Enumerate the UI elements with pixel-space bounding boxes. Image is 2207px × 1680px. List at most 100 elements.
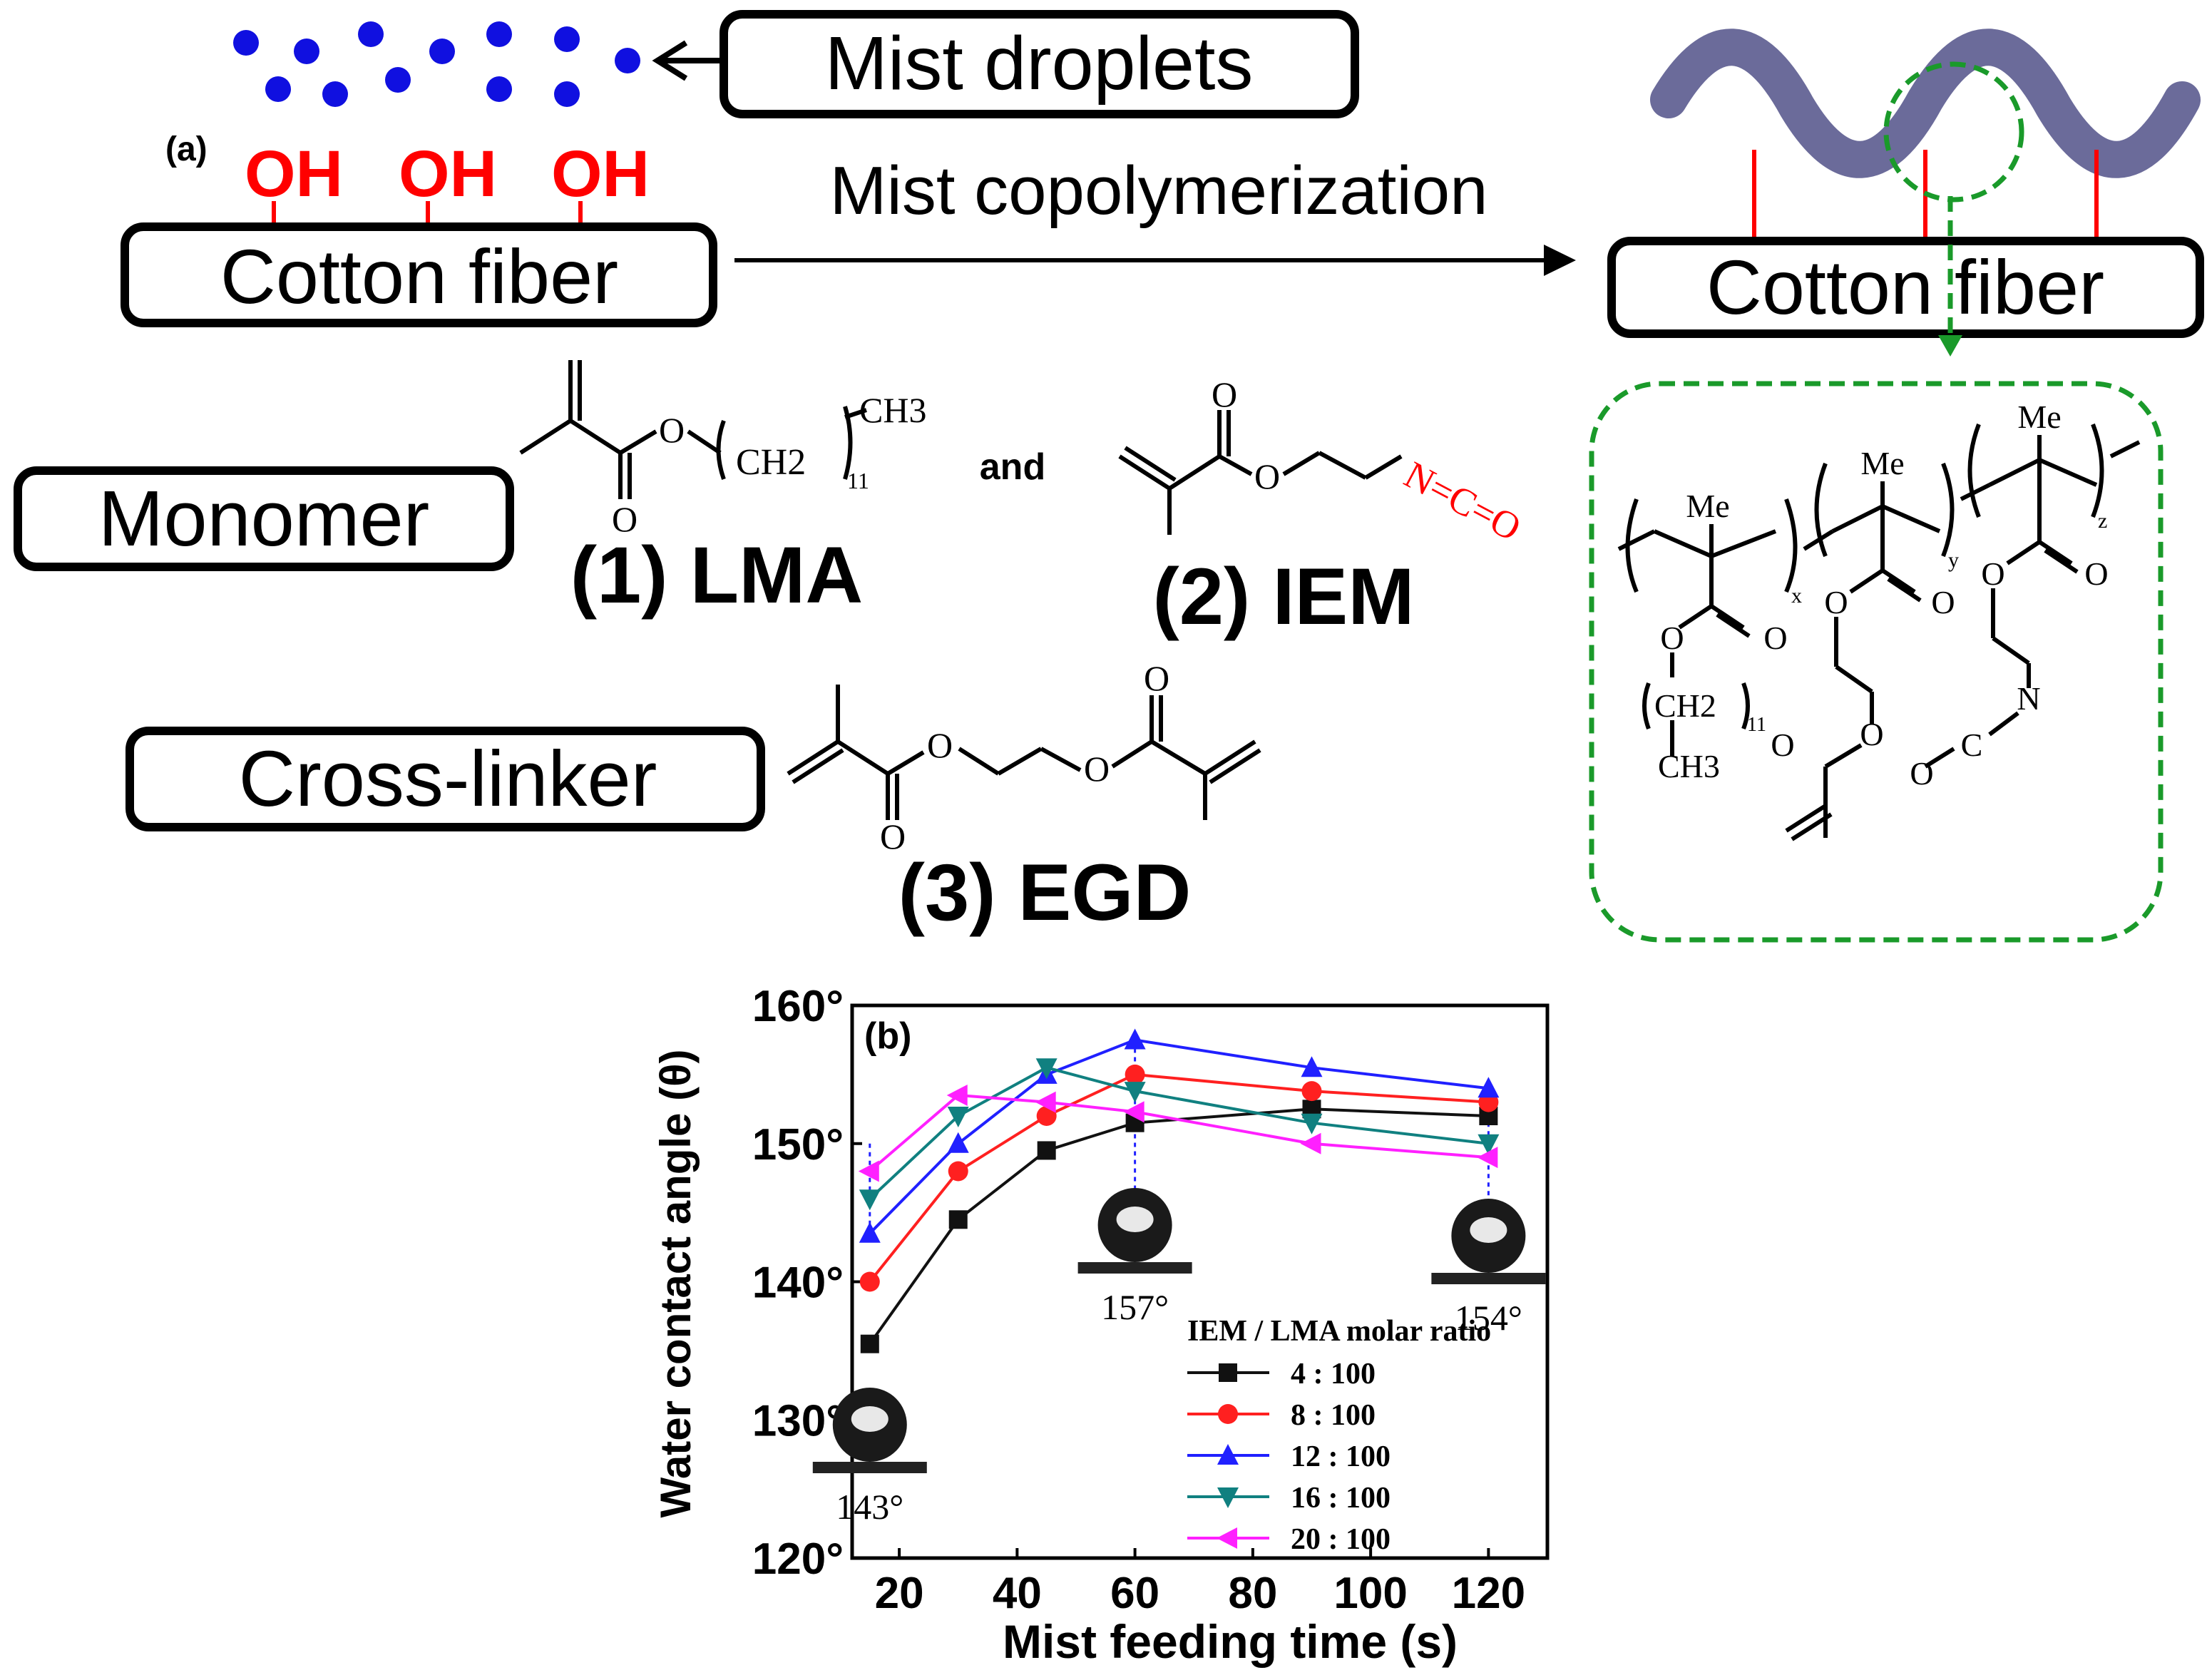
droplet-highlight	[851, 1406, 889, 1432]
oh-label: OH	[551, 138, 650, 210]
y-tick-label: 160°	[752, 982, 844, 1031]
lma-ch2-label: CH2	[736, 442, 806, 483]
zoom-circle	[1883, 61, 2024, 203]
legend-label: 12 : 100	[1291, 1440, 1391, 1473]
data-point	[1478, 1077, 1500, 1098]
legend-title: IEM / LMA molar ratio	[1187, 1315, 1491, 1348]
copolymer-o: O	[1824, 584, 1848, 620]
series-16100	[859, 1058, 1500, 1211]
series-line	[869, 1038, 1489, 1235]
data-point	[946, 1084, 968, 1106]
polymer-chain-wave	[1650, 29, 2201, 246]
y-tick-label: 120°	[752, 1535, 844, 1584]
x-tick-label: 20	[875, 1569, 924, 1618]
data-point	[1125, 1064, 1145, 1085]
process-arrow	[734, 245, 1576, 276]
oh-label: OH	[399, 138, 497, 210]
mist-droplet	[294, 39, 319, 64]
copolymer-o: O	[1771, 727, 1794, 763]
copolymer-o: O	[1931, 584, 1955, 620]
series-line	[869, 1093, 1489, 1173]
iem-o-carbonyl: O	[1212, 374, 1237, 414]
series-group	[858, 1028, 1500, 1353]
legend-entry: 16 : 100	[1187, 1482, 1391, 1515]
mist-droplet	[429, 39, 455, 64]
copolymer-o: O	[1910, 755, 1933, 792]
contact-angle-annotation: 143°	[836, 1487, 903, 1527]
subscript-y: y	[1948, 548, 1959, 572]
mist-droplet	[554, 26, 580, 52]
data-point	[1301, 1113, 1323, 1134]
x-tick-label: 40	[993, 1569, 1042, 1618]
data-point	[1217, 1527, 1237, 1549]
y-tick-label: 130°	[752, 1396, 844, 1445]
copolymer-o: O	[1660, 620, 1684, 656]
droplet-inset: 154°	[1431, 1199, 1546, 1338]
contact-angle-chart: (b) Mist feeding time (s) Water contact …	[652, 982, 1550, 1668]
data-point	[1217, 1487, 1239, 1508]
mist-droplet	[265, 76, 291, 102]
zoom-indicator	[1883, 61, 2024, 335]
zoom-arrow-head	[1938, 335, 1962, 357]
data-point	[1218, 1404, 1238, 1424]
droplet-arrow	[652, 40, 724, 81]
legend: IEM / LMA molar ratio 4 : 100 8 : 100 12 :…	[1187, 1315, 1491, 1556]
series-4100	[860, 1100, 1498, 1353]
mist-droplet	[615, 48, 640, 73]
substrate-bar	[812, 1462, 927, 1473]
crosslinker-box	[126, 727, 765, 831]
droplet-insets: 143° 157° 154°	[812, 1188, 1546, 1527]
iem-isocyanate: N=C=O	[1398, 453, 1528, 549]
series-line	[869, 1066, 1489, 1200]
cotton-fiber-label-left: Cotton fiber	[220, 233, 618, 319]
iem-label: (2) IEM	[1152, 552, 1414, 641]
subscript-x: x	[1791, 584, 1802, 608]
droplet-highlight	[1470, 1217, 1507, 1243]
data-point	[858, 1160, 879, 1182]
panel-a-label: (a)	[165, 130, 208, 168]
copolymer-o: O	[1860, 716, 1883, 752]
legend-label: 4 : 100	[1291, 1358, 1376, 1390]
data-point	[860, 1334, 879, 1353]
iem-structure	[1118, 410, 1403, 535]
and-label: and	[980, 446, 1045, 488]
data-point	[1036, 1106, 1057, 1126]
monomer-label: Monomer	[98, 475, 430, 563]
crosslinker-label: Cross-linker	[239, 735, 657, 823]
series-line	[869, 1072, 1489, 1283]
legend-entry: 4 : 100	[1187, 1358, 1376, 1390]
data-point	[859, 1189, 881, 1211]
iem-o-ester: O	[1254, 456, 1280, 496]
process-label: Mist copolymerization	[830, 153, 1488, 229]
copolymer-structure	[1617, 423, 2141, 841]
y-tick-label: 150°	[752, 1120, 844, 1169]
data-point	[1301, 1056, 1323, 1077]
mist-droplet	[486, 76, 512, 102]
lma-structure	[519, 360, 867, 499]
x-tick-label: 60	[1110, 1569, 1159, 1618]
series-20100	[858, 1084, 1498, 1182]
mist-droplet	[554, 81, 580, 107]
legend-label: 20 : 100	[1291, 1523, 1391, 1556]
legend-entry: 12 : 100	[1187, 1440, 1391, 1473]
legend-entry: 8 : 100	[1187, 1399, 1376, 1432]
contact-angle-annotation: 157°	[1101, 1287, 1169, 1327]
egd-o-carbonyl-left: O	[880, 816, 906, 856]
data-point	[1123, 1101, 1145, 1123]
lma-subscript-11: 11	[847, 468, 869, 493]
data-point	[948, 1161, 968, 1182]
lma-label: (1) LMA	[570, 531, 864, 620]
monomer-box	[14, 466, 514, 571]
data-point	[1478, 1134, 1500, 1155]
y-axis-label: Water contact angle (θ)	[652, 1050, 700, 1518]
data-point	[948, 1210, 968, 1229]
cotton-fiber-box-right	[1607, 237, 2204, 338]
polymer-wave	[1650, 29, 2201, 178]
data-point	[859, 1271, 880, 1292]
droplet-highlight	[1116, 1207, 1154, 1232]
substrate-bar	[1077, 1262, 1192, 1274]
egd-structure	[787, 685, 1261, 820]
cotton-fiber-box-left	[121, 222, 717, 327]
